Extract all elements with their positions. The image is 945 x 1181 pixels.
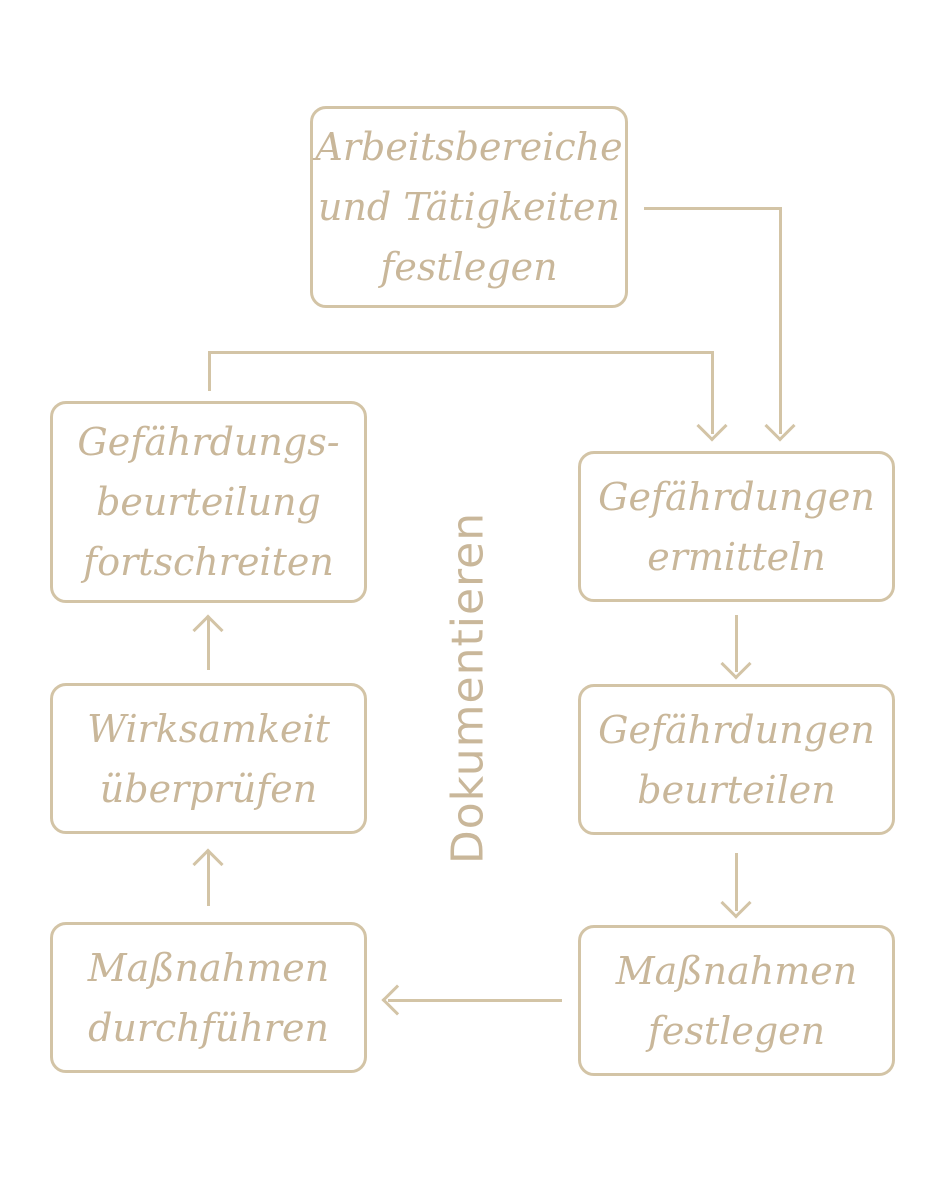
- connector-fortschreiten-down: [711, 351, 714, 434]
- connector-arbeitsbereiche-h: [644, 207, 782, 210]
- node-massnahmen-festlegen: Maßnahmen festlegen: [578, 925, 895, 1076]
- connector-festlegen-durchfuehren: [388, 999, 562, 1002]
- connector-durchfuehren-wirksamkeit: [207, 852, 210, 906]
- node-wirksamkeit-ueberpruefen: Wirksamkeit überprüfen: [50, 683, 367, 834]
- arrowhead-up-icon: [192, 614, 224, 646]
- node-line: Gefährdungen: [598, 707, 875, 752]
- node-label: Maßnahmen durchführen: [88, 938, 330, 1058]
- connector-ermitteln-beurteilen: [735, 615, 738, 672]
- node-line: festlegen: [647, 1008, 826, 1053]
- connector-fortschreiten-up: [208, 351, 211, 391]
- arrowhead-down-icon: [696, 410, 728, 442]
- node-line: Gefährdungs-: [77, 420, 340, 464]
- node-label: Gefährdungen beurteilen: [598, 700, 875, 820]
- node-label: Gefährdungen ermitteln: [598, 467, 875, 587]
- arrowhead-down-icon: [764, 410, 796, 442]
- node-line: beurteilen: [637, 767, 836, 812]
- node-label: Gefährdungs- beurteilung fortschreiten: [77, 412, 339, 592]
- dokumentieren-label: Dokumentieren: [442, 511, 494, 865]
- arrowhead-left-icon: [381, 984, 413, 1016]
- node-arbeitsbereiche: Arbeitsbereiche und Tätigkeiten festlege…: [310, 106, 628, 308]
- node-line: und Tätigkeiten: [317, 185, 621, 229]
- node-beurteilung-fortschreiten: Gefährdungs- beurteilung fortschreiten: [50, 401, 367, 603]
- node-line: fortschreiten: [83, 540, 334, 584]
- node-line: ermitteln: [647, 534, 826, 579]
- node-gefaehrdungen-ermitteln: Gefährdungen ermitteln: [578, 451, 895, 602]
- node-line: festlegen: [380, 245, 558, 289]
- node-massnahmen-durchfuehren: Maßnahmen durchführen: [50, 922, 367, 1073]
- node-line: Gefährdungen: [598, 474, 875, 519]
- node-line: Maßnahmen: [615, 948, 858, 993]
- connector-wirksamkeit-fortschreiten: [207, 618, 210, 670]
- node-line: Maßnahmen: [87, 945, 330, 990]
- connector-beurteilen-festlegen: [735, 853, 738, 911]
- node-line: überprüfen: [99, 766, 318, 811]
- node-gefaehrdungen-beurteilen: Gefährdungen beurteilen: [578, 684, 895, 835]
- arrowhead-down-icon: [720, 648, 752, 680]
- node-line: Arbeitsbereiche: [315, 125, 623, 169]
- connector-fortschreiten-h: [208, 351, 714, 354]
- node-line: durchführen: [88, 1005, 329, 1050]
- connector-arbeitsbereiche-v: [779, 207, 782, 434]
- node-line: Wirksamkeit: [87, 706, 330, 751]
- node-label: Wirksamkeit überprüfen: [87, 699, 330, 819]
- node-label: Arbeitsbereiche und Tätigkeiten festlege…: [315, 117, 622, 297]
- arrowhead-down-icon: [720, 887, 752, 919]
- arrowhead-up-icon: [192, 848, 224, 880]
- node-line: beurteilung: [96, 480, 321, 524]
- node-label: Maßnahmen festlegen: [616, 941, 858, 1061]
